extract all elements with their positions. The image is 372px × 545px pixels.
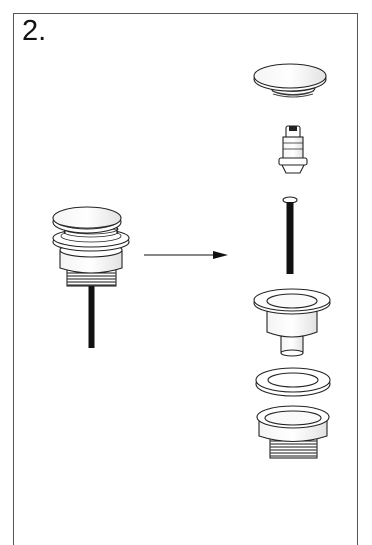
instruction-panel-frame <box>13 13 358 545</box>
pop-up-waste-assembly <box>52 206 130 348</box>
arrow-right-icon <box>144 251 228 259</box>
sealing-ring-icon <box>255 367 331 397</box>
spring-cartridge-icon <box>278 125 308 174</box>
step-number: 2. <box>22 15 47 47</box>
flange-body-icon <box>253 288 331 357</box>
threaded-base-icon <box>256 405 330 459</box>
cap-icon <box>253 63 327 98</box>
threaded-rod-icon <box>282 196 298 274</box>
